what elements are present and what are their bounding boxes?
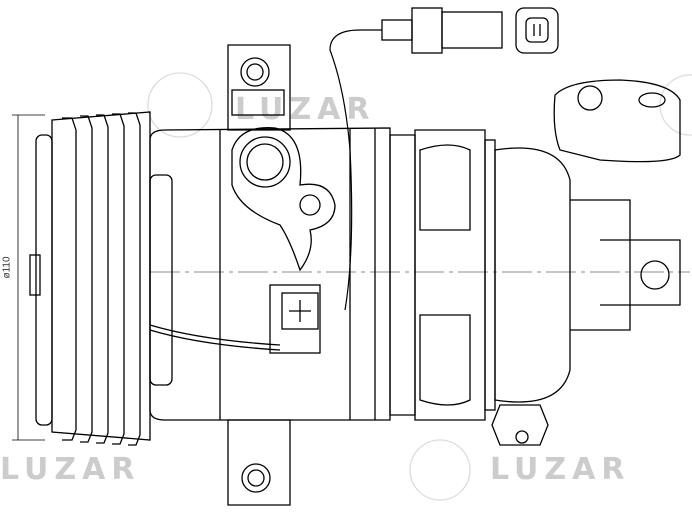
wire-clip [149, 284, 321, 354]
sensor-wire [329, 29, 382, 311]
watermark-luzar-bottom-left: LUZAR [0, 452, 141, 487]
clutch-plate [29, 134, 53, 426]
rear-head [494, 147, 681, 403]
top-mount-ear [227, 44, 291, 131]
relief-valve [491, 404, 549, 446]
discharge-port [553, 79, 681, 163]
watermark-luzar-bottom-right: LUZAR [490, 452, 631, 487]
cylinder-body [389, 129, 496, 421]
watermark-logo-icon [147, 72, 692, 501]
dimension-line [12, 114, 45, 441]
front-housing [149, 127, 391, 421]
bottom-mount-ear [227, 419, 291, 506]
suction-port [231, 127, 336, 272]
electrical-connector [381, 7, 559, 54]
pulley [51, 111, 151, 446]
